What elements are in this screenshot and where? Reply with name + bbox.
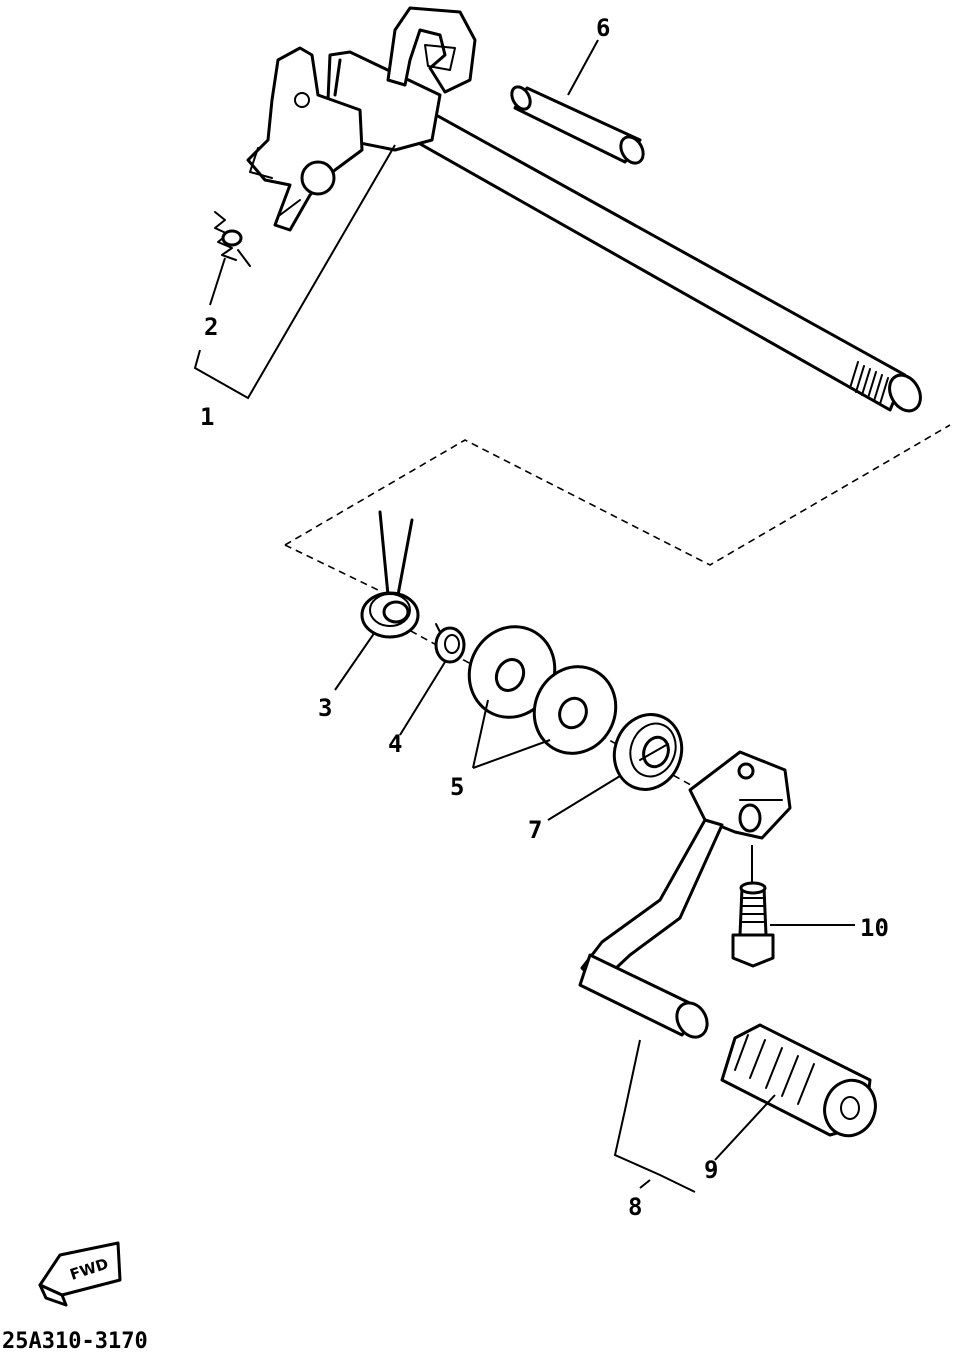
bolt xyxy=(731,881,775,968)
callout-10: 10 xyxy=(860,914,889,942)
washer-b xyxy=(532,665,618,755)
callout-3: 3 xyxy=(318,694,332,722)
pedal-rubber xyxy=(720,1023,877,1138)
oil-seal xyxy=(612,713,684,791)
callout-2: 2 xyxy=(204,313,218,341)
shift-pedal xyxy=(578,750,792,1039)
callout-7: 7 xyxy=(528,816,542,844)
callout-1: 1 xyxy=(200,403,214,431)
pin xyxy=(510,85,645,165)
leader-lines xyxy=(193,39,855,1193)
spring-small xyxy=(214,211,251,267)
forward-arrow-icon: FWD xyxy=(38,1241,122,1307)
callout-4: 4 xyxy=(388,730,402,758)
washer-a xyxy=(467,625,557,719)
callout-6: 6 xyxy=(596,14,610,42)
diagram-code: 25A310-3170 xyxy=(2,1329,148,1354)
shift-shaft xyxy=(246,6,922,413)
circlip xyxy=(434,623,466,664)
shaft-spline xyxy=(849,361,889,405)
callout-9: 9 xyxy=(704,1156,718,1184)
callout-5: 5 xyxy=(450,773,464,801)
torsion-spring xyxy=(360,510,420,639)
callout-8: 8 xyxy=(628,1193,642,1221)
